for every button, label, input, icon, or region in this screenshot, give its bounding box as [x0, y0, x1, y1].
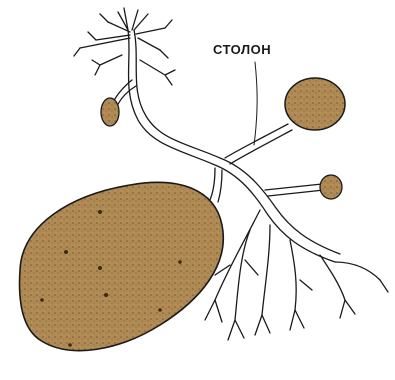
- stolon-label: СТОЛОН: [213, 42, 271, 57]
- small-tuber-right: [320, 175, 342, 199]
- large-tuber: [20, 182, 224, 350]
- stolon-tuber: [285, 78, 345, 130]
- small-tuber-left: [101, 98, 119, 126]
